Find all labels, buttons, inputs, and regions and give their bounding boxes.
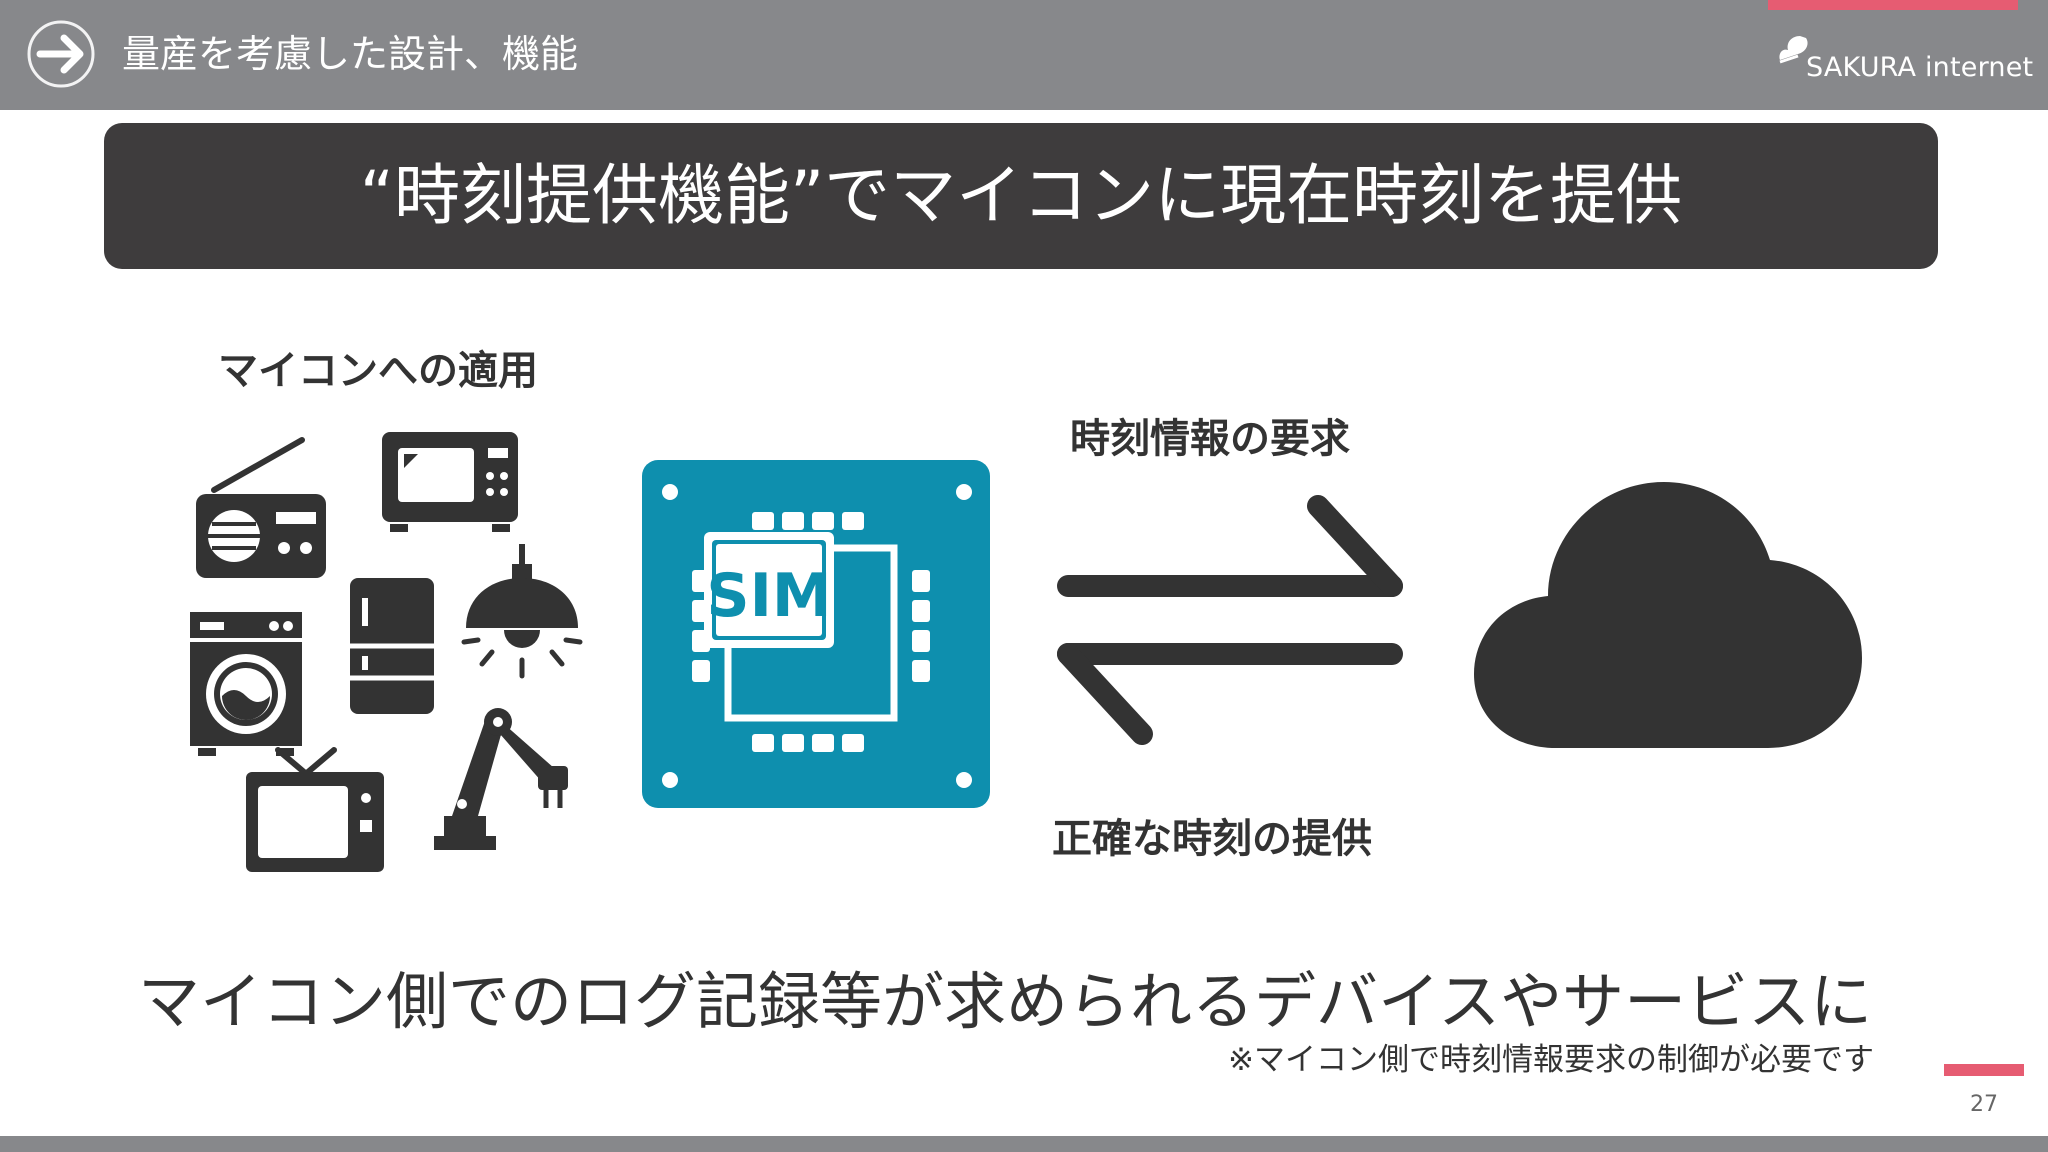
page-accent-stripe bbox=[1944, 1064, 2024, 1076]
cloud-icon bbox=[1474, 482, 1862, 748]
device-icons bbox=[190, 432, 583, 872]
washing-machine-icon bbox=[190, 612, 302, 756]
sim-label: SIM bbox=[706, 561, 831, 631]
section-title: 量産を考慮した設計、機能 bbox=[122, 32, 579, 76]
arrow-right-circle-icon bbox=[27, 20, 95, 88]
headline-banner: “時刻提供機能”でマイコンに現在時刻を提供 bbox=[104, 123, 1938, 269]
page-number: 27 bbox=[1970, 1092, 1998, 1117]
devices-label: マイコンへの適用 bbox=[218, 348, 538, 394]
logo-text: SAKURA internet bbox=[1806, 52, 2034, 83]
request-label: 時刻情報の要求 bbox=[1070, 416, 1350, 462]
header-accent-stripe bbox=[1768, 0, 2018, 10]
bottom-message: マイコン側でのログ記録等が求められるデバイスやサービスに bbox=[138, 965, 1873, 1038]
television-icon bbox=[246, 747, 384, 872]
refrigerator-icon bbox=[350, 578, 434, 714]
radio-icon bbox=[196, 437, 326, 578]
footer-bar bbox=[0, 1136, 2048, 1152]
sim-module: SIM bbox=[642, 460, 990, 808]
provide-label: 正確な時刻の提供 bbox=[1052, 816, 1372, 862]
sakura-logo: SAKURA internet bbox=[1776, 34, 2033, 86]
footnote: ※マイコン側で時刻情報要求の制御が必要です bbox=[1228, 1042, 1874, 1078]
microwave-icon bbox=[382, 432, 518, 532]
sakura-logo-mark-icon bbox=[1779, 36, 1808, 64]
header-bar: 量産を考慮した設計、機能 SAKURA internet bbox=[0, 0, 2048, 110]
exchange-arrows-icon bbox=[1057, 495, 1403, 745]
pendant-lamp-icon bbox=[461, 544, 583, 679]
robot-arm-icon bbox=[434, 708, 568, 850]
headline-text: “時刻提供機能”でマイコンに現在時刻を提供 bbox=[359, 157, 1683, 234]
